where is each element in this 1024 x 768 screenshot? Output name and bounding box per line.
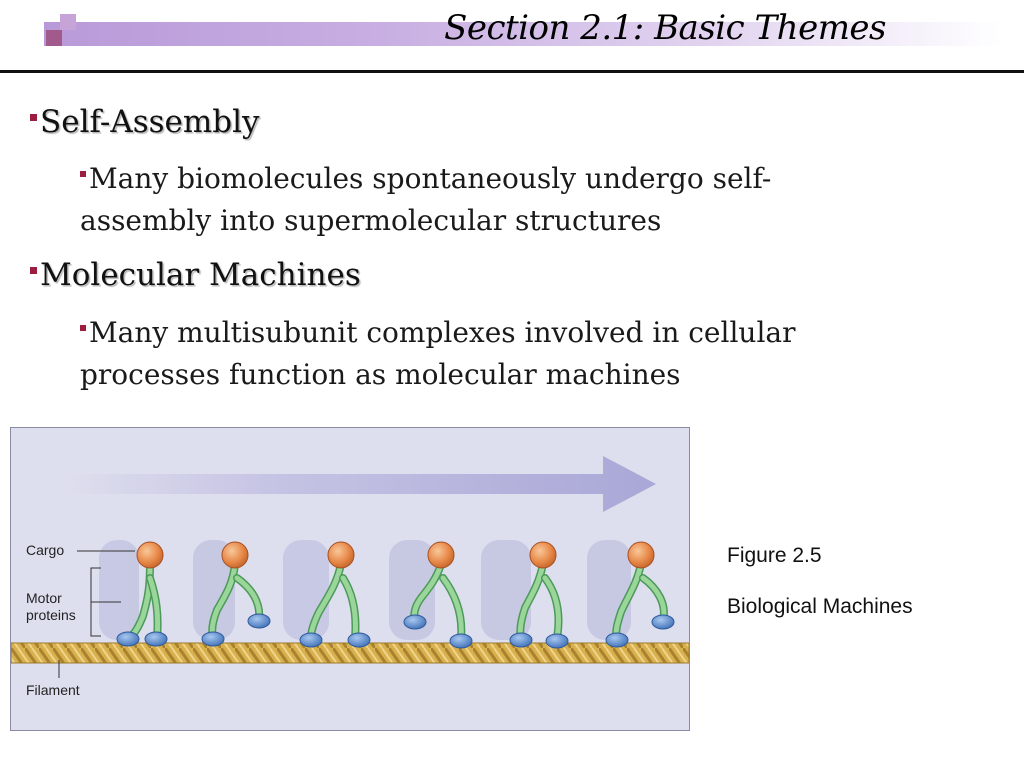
bullet-square-icon [80, 324, 86, 331]
bullet-heading-molecular-machines: Molecular Machines [30, 257, 361, 293]
direction-arrow [61, 456, 656, 512]
label-filament: Filament [26, 682, 80, 698]
label-motor-line: Motor [26, 590, 62, 606]
header-square-1 [60, 14, 76, 30]
bullet-square-icon [30, 114, 37, 121]
slide-title: Section 2.1: Basic Themes [444, 8, 886, 48]
figure-title: Biological Machines [727, 595, 913, 618]
sub-bullet-line: Many biomolecules spontaneously undergo … [80, 158, 980, 200]
sub-bullet-text: Many multisubunit complexes involved in … [89, 316, 796, 349]
sub-bullet-text: processes function as molecular machines [80, 358, 681, 391]
header-square-2 [46, 30, 62, 46]
sub-bullet-line: assembly into supermolecular structures [80, 200, 980, 242]
sub-bullet-text: Many biomolecules spontaneously undergo … [89, 162, 772, 195]
label-motor-line: proteins [26, 607, 76, 623]
bullet-heading-text: Self-Assembly [40, 104, 260, 140]
sub-bullet-molecular-machines: Many multisubunit complexes involved in … [80, 312, 980, 396]
filament-rope [11, 643, 689, 663]
sub-bullet-line: Many multisubunit complexes involved in … [80, 312, 980, 354]
header-band [44, 22, 1004, 46]
bullet-square-icon [80, 170, 86, 177]
motor-protein-illustration [11, 456, 689, 678]
label-cargo: Cargo [26, 542, 65, 558]
label-motor-proteins: Motor proteins [26, 590, 76, 624]
sub-bullet-line: processes function as molecular machines [80, 354, 980, 396]
bullet-square-icon [30, 267, 37, 274]
biological-machines-figure: Cargo Motor proteins Filament [10, 427, 690, 731]
sub-bullet-text: assembly into supermolecular structures [80, 204, 662, 237]
bullet-heading-text: Molecular Machines [40, 257, 361, 293]
header-rule [0, 70, 1024, 73]
cargo-balls [136, 541, 655, 569]
motor-feet [116, 613, 675, 649]
bullet-heading-self-assembly: Self-Assembly [30, 104, 260, 140]
sub-bullet-self-assembly: Many biomolecules spontaneously undergo … [80, 158, 980, 242]
figure-number: Figure 2.5 [727, 544, 822, 567]
label-leader-lines [58, 550, 135, 678]
